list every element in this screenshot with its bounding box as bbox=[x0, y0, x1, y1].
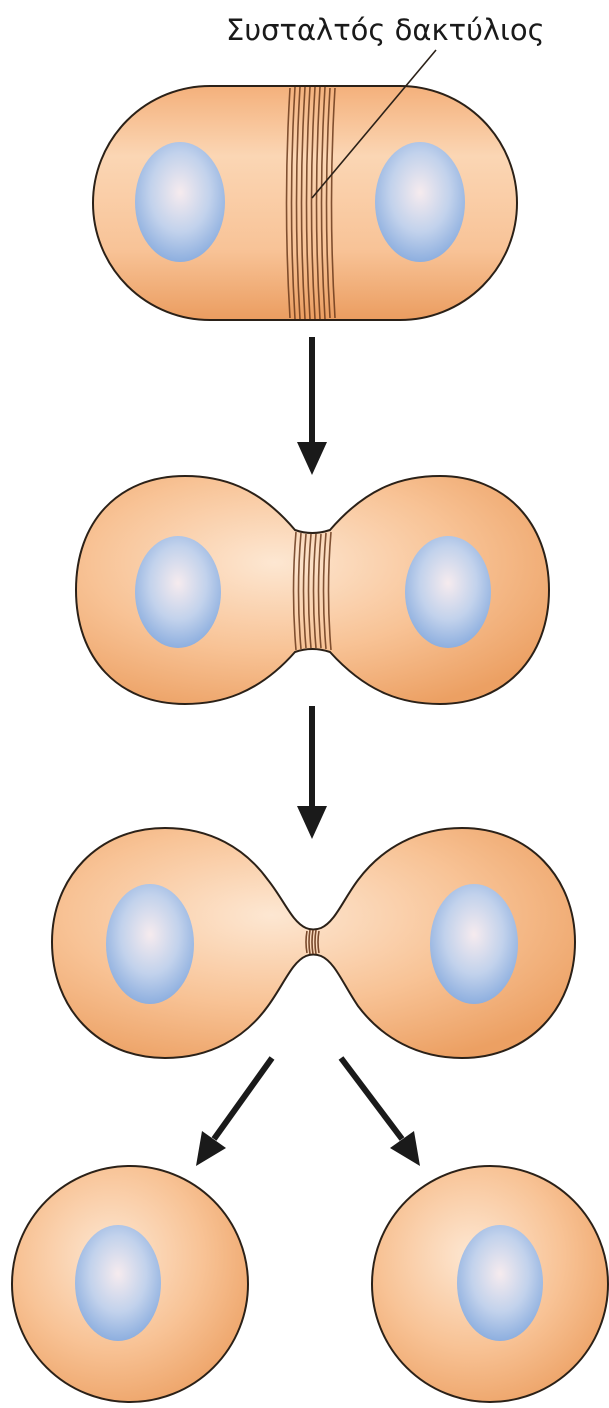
down-arrow-head bbox=[297, 806, 327, 839]
nucleus bbox=[75, 1225, 161, 1341]
stage-1-cell: Συσταλτός δακτύλιος bbox=[93, 13, 545, 320]
daughter-cell-left bbox=[12, 1166, 248, 1402]
nucleus bbox=[135, 142, 225, 262]
contractile-ring-label: Συσταλτός δακτύλιος bbox=[226, 13, 545, 47]
nucleus bbox=[457, 1225, 543, 1341]
down-left-arrow bbox=[214, 1058, 272, 1139]
stage-2-cell bbox=[76, 476, 549, 704]
nucleus bbox=[375, 142, 465, 262]
down-right-arrow bbox=[341, 1058, 402, 1139]
nucleus bbox=[405, 536, 491, 648]
down-arrow-head bbox=[297, 442, 327, 475]
nucleus bbox=[135, 536, 221, 648]
nucleus bbox=[106, 884, 194, 1004]
down-left-arrow-head bbox=[196, 1131, 226, 1166]
stage-3-cell bbox=[52, 828, 575, 1058]
daughter-cell-right bbox=[372, 1166, 608, 1402]
nucleus bbox=[430, 884, 518, 1004]
down-right-arrow-head bbox=[390, 1131, 420, 1166]
